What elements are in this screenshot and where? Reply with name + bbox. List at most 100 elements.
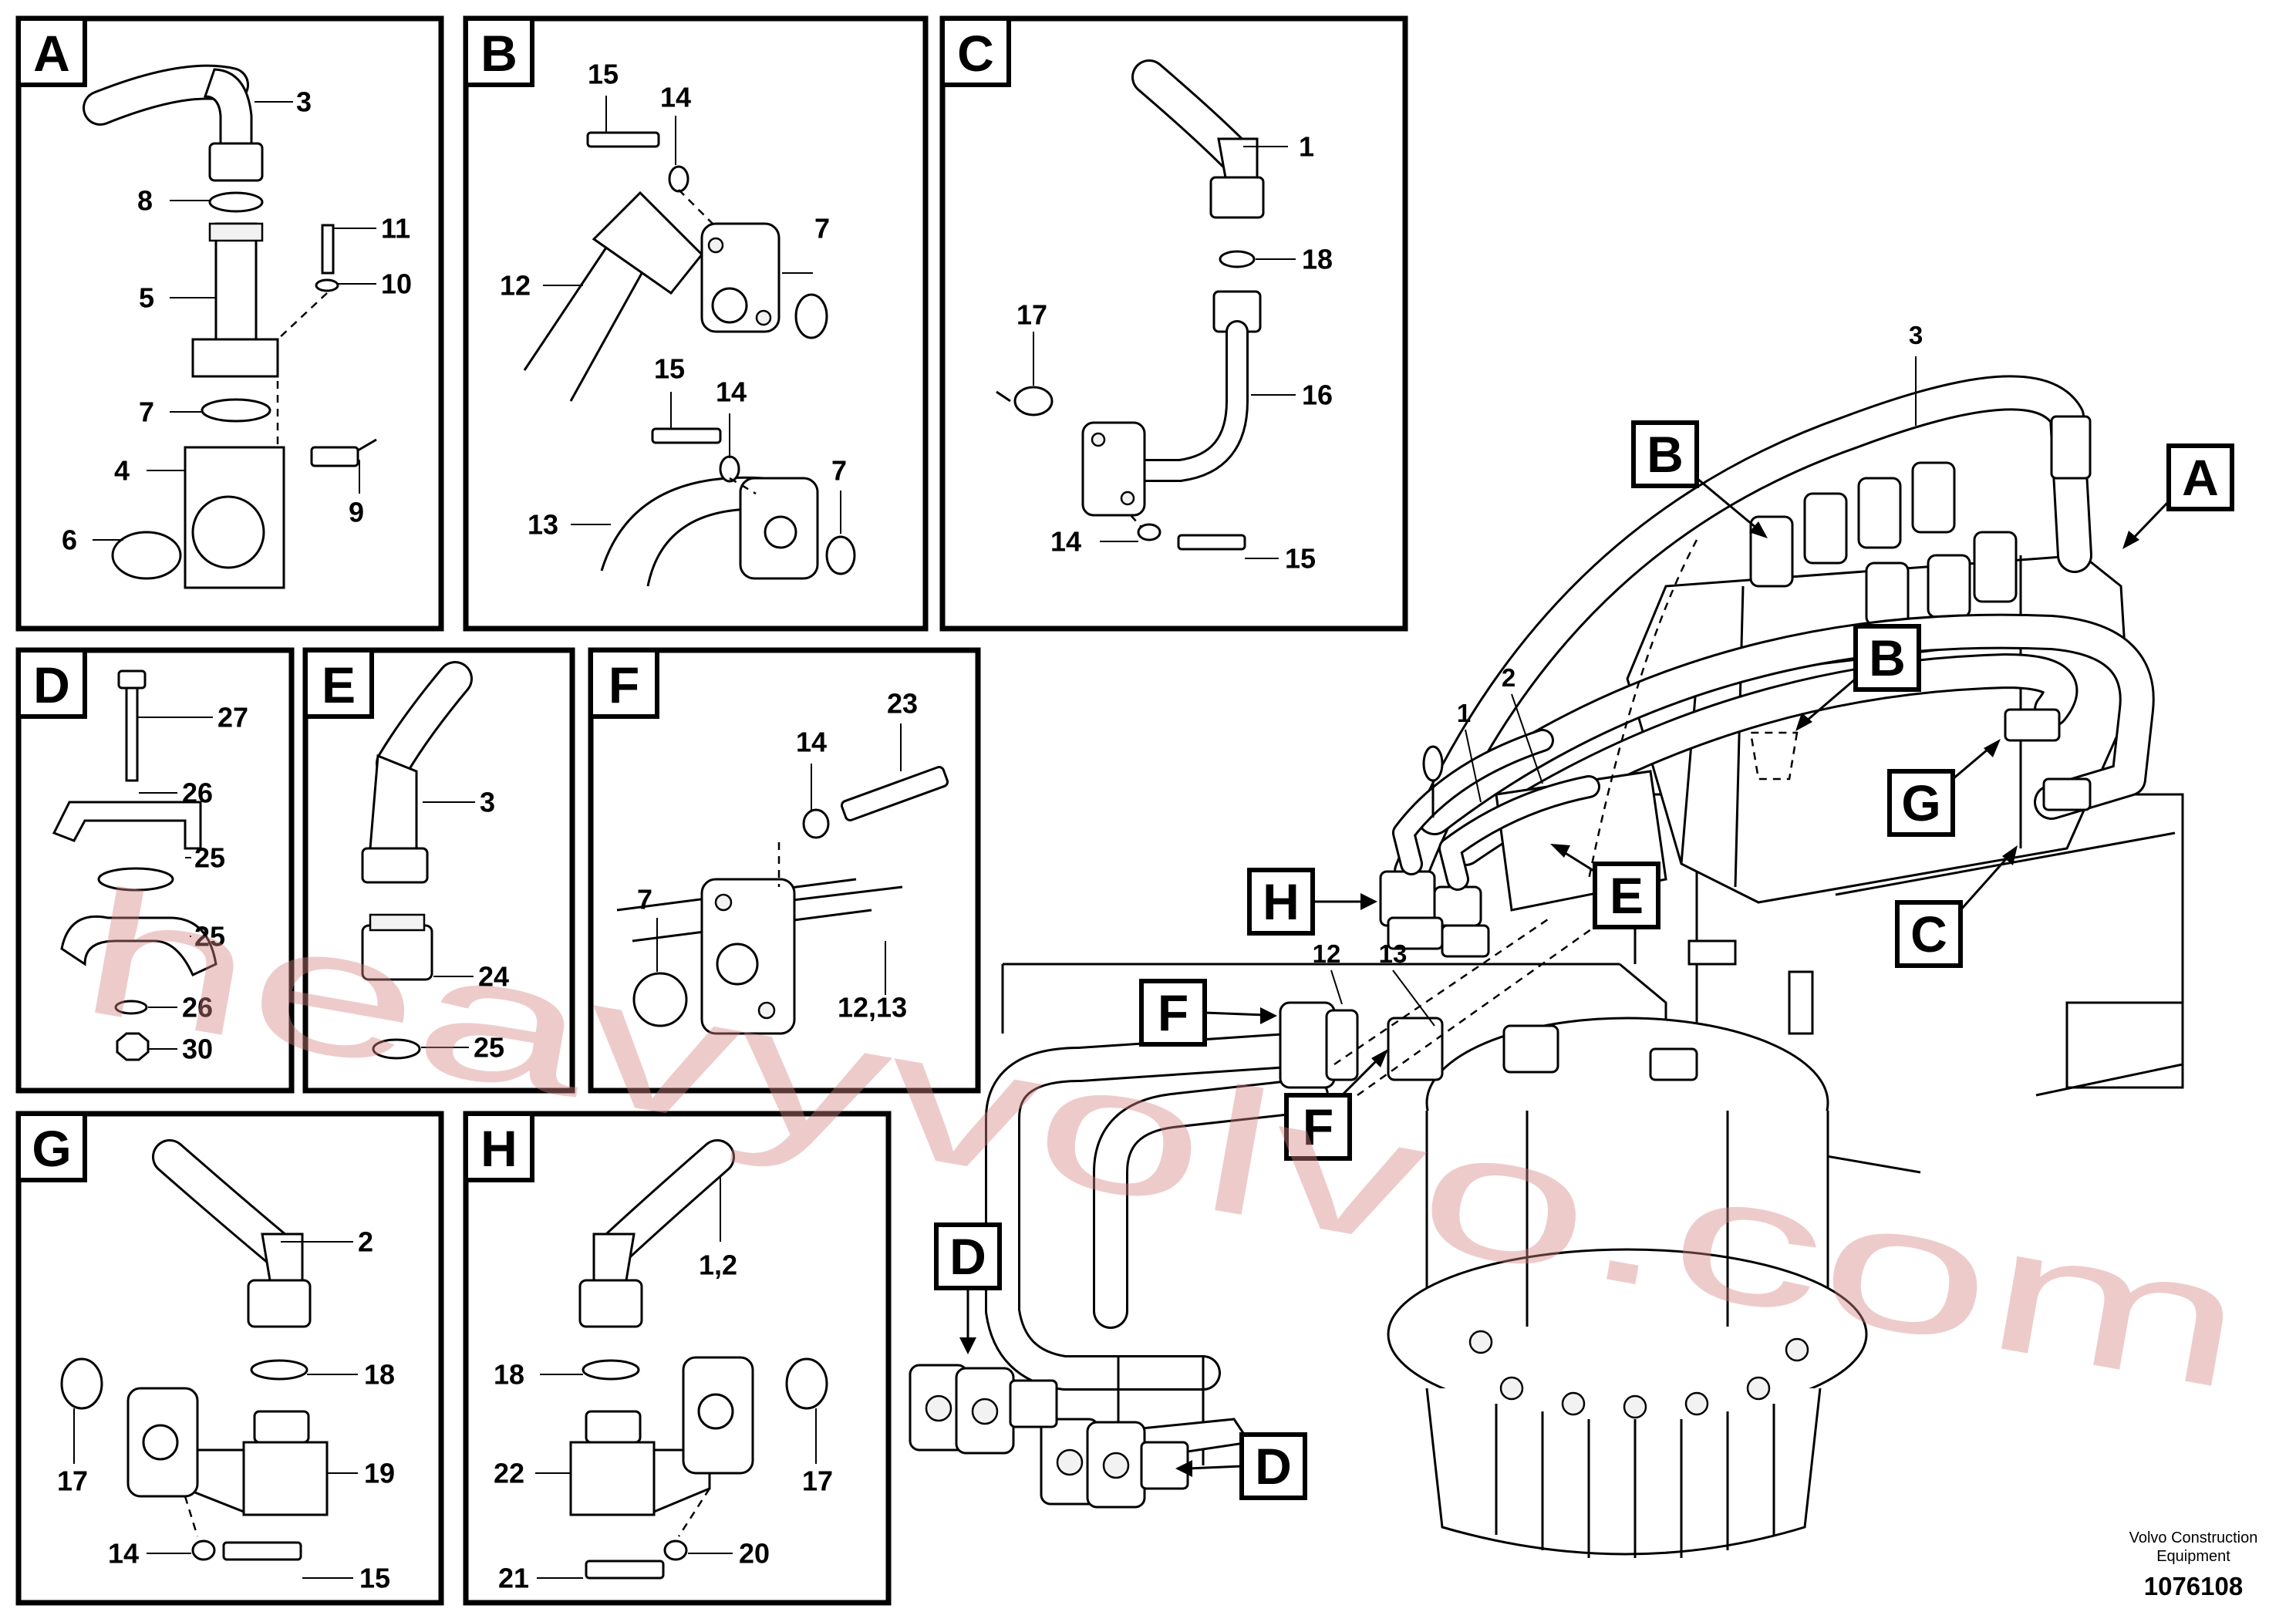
- detail-panel-b: B 15 14 7 12 15 1: [463, 15, 929, 632]
- label-text: F: [1303, 1098, 1333, 1155]
- label-text: B: [1869, 629, 1906, 686]
- panel-f-drawing: [616, 766, 949, 1035]
- label-text: D: [949, 1228, 986, 1285]
- detail-panel-f: F 23 14 7 12,13: [588, 647, 981, 1094]
- detail-panel-d: D 27 26 25 25 26 30: [15, 647, 295, 1094]
- part-label: 6: [62, 524, 77, 556]
- detail-panel-h: H 1,2 18 22 17 21 20: [463, 1111, 892, 1606]
- main-callout-f-right: F: [1284, 1049, 1388, 1161]
- part-label: 7: [637, 884, 652, 916]
- part-label: 15: [1285, 543, 1316, 575]
- valve-spools: [1749, 461, 2018, 626]
- main-part-label: 2: [1502, 663, 1515, 692]
- label-text: H: [1263, 873, 1300, 930]
- panel-c-drawing: [996, 59, 1265, 551]
- main-callout-e: E: [1550, 844, 1660, 929]
- part-label: 14: [660, 82, 691, 113]
- main-callout-h: H: [1247, 868, 1377, 936]
- part-label: 26: [182, 777, 213, 809]
- panel-tag-g: G: [32, 1120, 71, 1177]
- part-label: 22: [494, 1458, 524, 1489]
- main-callout-b-upper: B: [1631, 420, 1768, 538]
- main-callout-c: C: [1895, 845, 2018, 968]
- part-label: 19: [364, 1458, 395, 1489]
- detail-panel-c: C 1 18 17 16 14 15: [939, 15, 1408, 632]
- part-label: 12,13: [838, 992, 907, 1023]
- part-label: 18: [494, 1359, 524, 1391]
- swing-motor: [1387, 1017, 1868, 1558]
- pipe-assembly: [909, 1001, 1444, 1509]
- part-label: 1,2: [699, 1249, 737, 1281]
- label-text: E: [1610, 867, 1644, 924]
- detail-panel-g: G 2 18 19 17 14 15: [15, 1111, 444, 1606]
- label-text: F: [1158, 984, 1188, 1041]
- part-label: 14: [1050, 526, 1081, 558]
- panel-tag-h: H: [480, 1120, 518, 1177]
- part-label: 24: [478, 961, 509, 993]
- part-label: 17: [1017, 299, 1047, 331]
- part-label: 23: [887, 688, 918, 720]
- part-label: 25: [194, 842, 225, 874]
- part-label: 14: [108, 1538, 139, 1570]
- part-label: 15: [654, 353, 685, 385]
- part-label: 17: [57, 1465, 88, 1497]
- drawing-number: 1076108: [2144, 1572, 2243, 1600]
- label-text: G: [1901, 774, 1940, 831]
- main-callout-g: G: [1887, 739, 2001, 837]
- part-label: 14: [796, 727, 827, 758]
- panel-g-drawing: [60, 1139, 329, 1561]
- part-label: 10: [381, 268, 412, 300]
- part-label: 11: [381, 213, 410, 244]
- panel-h-drawing: [569, 1139, 828, 1580]
- main-part-label: 13: [1379, 939, 1408, 968]
- panel-a-drawing: [83, 64, 377, 589]
- part-label: 20: [739, 1538, 770, 1570]
- main-callout-b-lower: B: [1795, 624, 1921, 731]
- main-assembly-drawing: [909, 375, 2184, 1558]
- part-label: 7: [139, 396, 154, 428]
- part-label: 12: [500, 270, 531, 302]
- main-part-label: 12: [1313, 939, 1341, 968]
- company-name-line1: Volvo Construction: [2129, 1529, 2258, 1546]
- label-text: A: [2182, 449, 2219, 506]
- part-label: 14: [716, 376, 747, 408]
- panel-tag-e: E: [322, 656, 356, 713]
- part-label: 5: [139, 282, 154, 314]
- part-label: 16: [1302, 379, 1333, 411]
- part-label: 18: [364, 1359, 395, 1391]
- label-text: D: [1255, 1438, 1292, 1495]
- part-label: 9: [349, 497, 364, 528]
- detail-panel-a: A 3 8 11 10 5: [15, 15, 444, 632]
- part-label: 4: [114, 455, 130, 487]
- part-label: 21: [498, 1563, 529, 1594]
- main-callout-a: A: [2122, 443, 2234, 549]
- panel-tag-f: F: [609, 656, 639, 713]
- part-label: 2: [358, 1226, 373, 1258]
- part-label: 13: [528, 509, 558, 541]
- part-label: 7: [831, 455, 847, 487]
- label-text: C: [1910, 905, 1947, 963]
- main-callout-f-left: F: [1139, 979, 1277, 1047]
- panel-tag-a: A: [33, 25, 70, 82]
- part-label: 25: [194, 921, 225, 953]
- main-part-label: 1: [1457, 699, 1471, 727]
- part-label: 8: [137, 185, 153, 217]
- part-label: 3: [296, 86, 312, 118]
- detail-panel-e: E 3 24 25: [302, 647, 575, 1094]
- part-label: 26: [182, 992, 213, 1023]
- company-name-line2: Equipment: [2156, 1548, 2230, 1565]
- panel-e-drawing: [361, 661, 473, 1060]
- label-text: B: [1647, 426, 1684, 483]
- part-label: 15: [588, 59, 619, 90]
- panel-d-drawing: [52, 669, 217, 1061]
- part-label: 15: [359, 1563, 390, 1594]
- panel-tag-b: B: [480, 25, 518, 82]
- part-label: 27: [217, 702, 248, 733]
- part-label: 18: [1302, 244, 1333, 275]
- main-part-label: 3: [1909, 321, 1923, 349]
- part-label: 30: [182, 1034, 213, 1065]
- panel-tag-d: D: [33, 656, 70, 713]
- part-label: 1: [1299, 131, 1314, 163]
- main-callout-d-lower: D: [1175, 1432, 1307, 1500]
